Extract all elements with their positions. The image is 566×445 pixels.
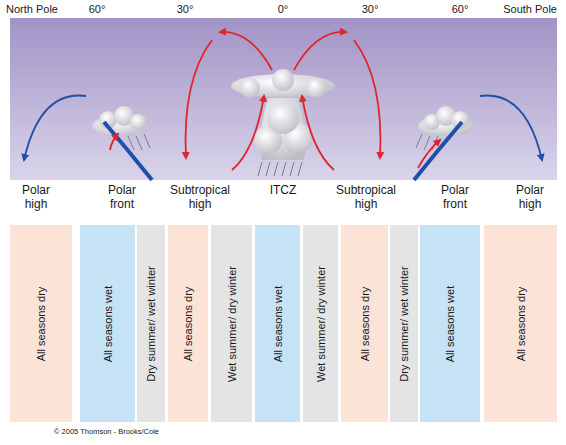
band-label: Dry summer/ wet winter: [398, 266, 410, 382]
pressure-zone-label: ITCZ: [258, 184, 308, 198]
latitude-label: 30°: [355, 3, 385, 16]
climate-band: All seasons dry: [484, 225, 557, 422]
polar-front-line: [414, 122, 462, 180]
pressure-zone-label: Polar high: [11, 184, 61, 212]
latitude-label: 0°: [268, 3, 298, 16]
rising-air-arrow: [110, 134, 118, 150]
band-label: All seasons dry: [35, 286, 47, 361]
climate-band: All seasons wet: [420, 225, 480, 422]
band-label: All seasons dry: [359, 286, 371, 361]
climate-band: Dry summer/ wet winter: [390, 225, 418, 422]
band-label: All seasons dry: [182, 286, 194, 361]
polar-air-arrow: [24, 96, 86, 160]
copyright-note: © 2005 Thomson - Brooks/Cole: [54, 428, 194, 437]
pressure-zone-label: Polar high: [505, 184, 555, 212]
climate-band: All seasons dry: [168, 225, 208, 422]
band-label: All seasons wet: [272, 285, 284, 361]
itcz-cloud: [231, 69, 335, 176]
band-label: All seasons wet: [444, 285, 456, 361]
latitude-label: 60°: [82, 3, 112, 16]
aloft-air-arrow: [220, 32, 272, 70]
polar-front-line: [104, 122, 152, 180]
latitude-label: North Pole: [6, 3, 66, 16]
climate-band: All seasons wet: [255, 225, 300, 422]
aloft-air-arrow: [294, 32, 346, 70]
rising-air-arrow: [232, 96, 264, 170]
latitude-label: 30°: [170, 3, 200, 16]
sinking-air-arrow: [354, 40, 380, 158]
band-label: Wet summer/ dry winter: [315, 266, 327, 382]
pressure-zone-label: Polar front: [97, 184, 147, 212]
climate-band: Dry summer/ wet winter: [137, 225, 165, 422]
climate-band: All seasons dry: [10, 225, 72, 422]
polar-air-arrow: [480, 96, 542, 160]
pressure-zone-label: Polar front: [430, 184, 480, 212]
rising-air-arrow: [418, 140, 440, 168]
climate-band: Wet summer/ dry winter: [211, 225, 252, 422]
sinking-air-arrow: [186, 40, 212, 158]
latitude-label: 60°: [445, 3, 475, 16]
rising-air-arrow: [302, 96, 334, 170]
band-label: Wet summer/ dry winter: [226, 266, 238, 382]
pressure-zone-label: Subtropical high: [161, 184, 239, 212]
pressure-zone-label: Subtropical high: [327, 184, 405, 212]
climate-band: Wet summer/ dry winter: [303, 225, 338, 422]
latitude-label: South Pole: [487, 3, 557, 16]
band-label: All seasons wet: [102, 285, 114, 361]
atmosphere-band: [10, 18, 557, 180]
climate-band: All seasons wet: [80, 225, 135, 422]
climate-band: All seasons dry: [341, 225, 388, 422]
band-label: All seasons dry: [515, 286, 527, 361]
band-label: Dry summer/ wet winter: [145, 266, 157, 382]
